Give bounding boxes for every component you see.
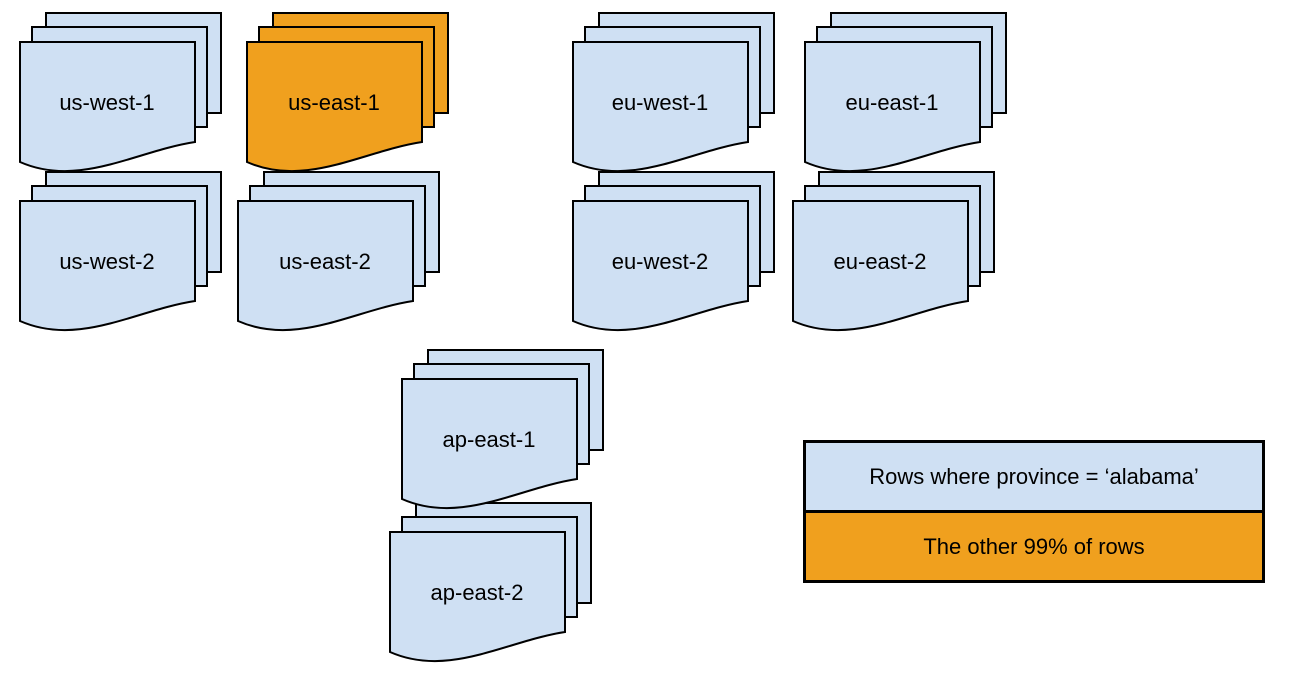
region-stack-eu-west-1: eu-west-1 [572,12,775,172]
legend: Rows where province = ‘alabama’ The othe… [803,440,1265,583]
region-label: ap-east-2 [431,580,524,605]
document-front [237,200,414,331]
document-front [389,531,566,662]
region-label: us-west-2 [59,249,154,274]
legend-row-label: The other 99% of rows [923,533,1145,559]
legend-row-label: Rows where province = ‘alabama’ [869,463,1199,489]
document-front [246,41,423,172]
region-stack-eu-west-2: eu-west-2 [572,171,775,331]
document-front [572,200,749,331]
region-stack-eu-east-2: eu-east-2 [792,171,995,331]
document-front [572,41,749,172]
region-stack-ap-east-2: ap-east-2 [389,502,592,662]
region-stack-us-west-2: us-west-2 [19,171,222,331]
region-stack-us-west-1: us-west-1 [19,12,222,172]
region-label: us-east-2 [279,249,371,274]
region-label: eu-east-2 [834,249,927,274]
document-front [19,41,196,172]
region-label: us-east-1 [288,90,380,115]
region-label: us-west-1 [59,90,154,115]
region-stack-eu-east-1: eu-east-1 [804,12,1007,172]
document-front [19,200,196,331]
region-label: eu-east-1 [846,90,939,115]
legend-row-other-rows: The other 99% of rows [806,510,1262,580]
region-label: ap-east-1 [443,427,536,452]
document-front [804,41,981,172]
region-stack-ap-east-1: ap-east-1 [401,349,604,509]
region-label: eu-west-2 [612,249,709,274]
legend-row-alabama-rows: Rows where province = ‘alabama’ [806,443,1262,510]
region-stack-us-east-1: us-east-1 [246,12,449,172]
document-front [792,200,969,331]
document-front [401,378,578,509]
region-label: eu-west-1 [612,90,709,115]
region-stack-us-east-2: us-east-2 [237,171,440,331]
